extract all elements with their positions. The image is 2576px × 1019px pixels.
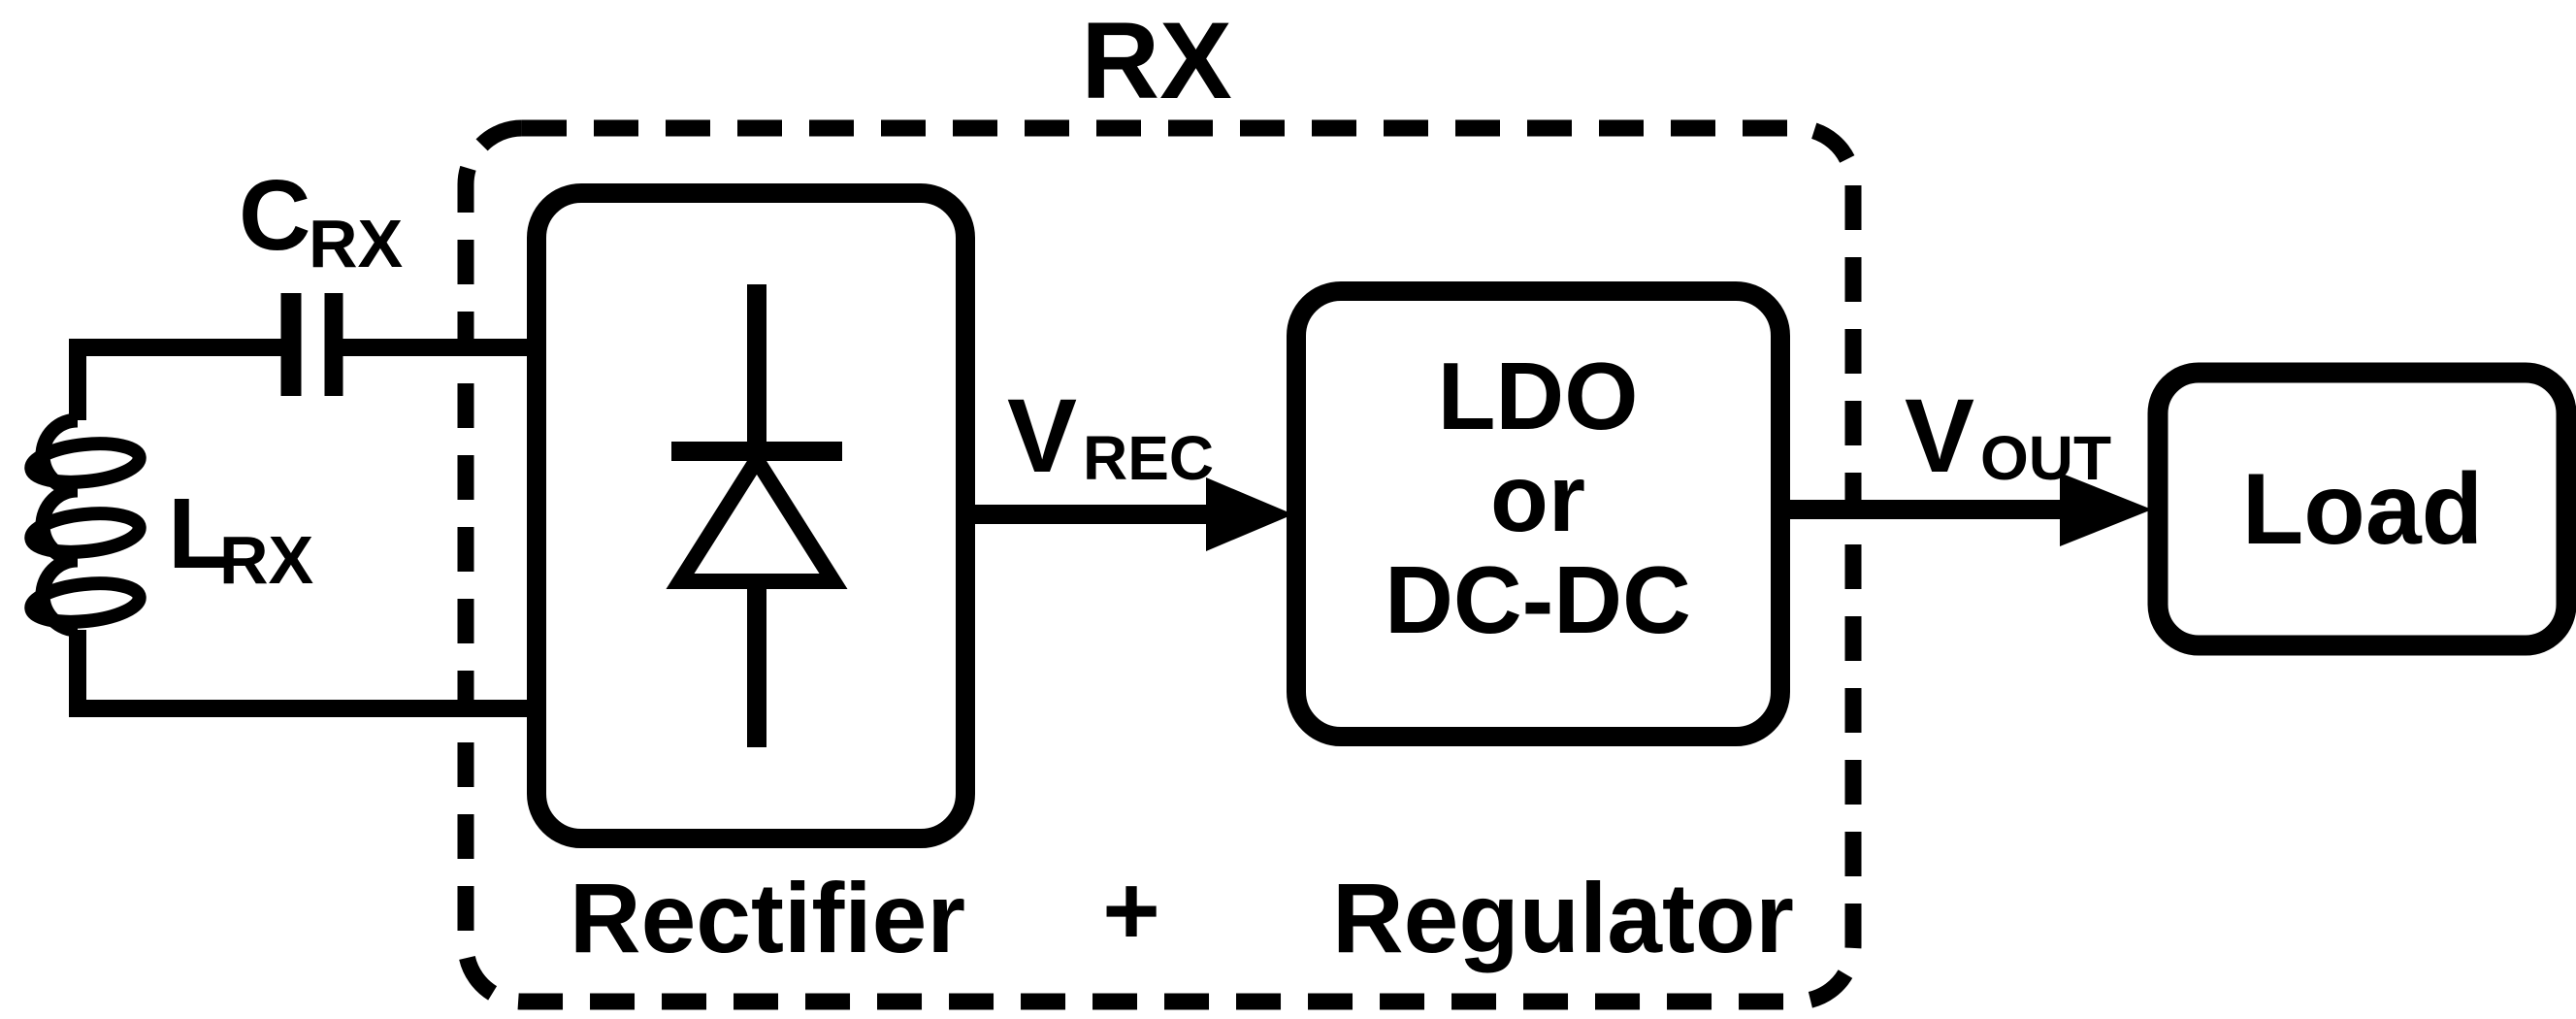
inductor-label-sub: RX	[219, 522, 314, 598]
vrec-label-base: V	[1007, 377, 1077, 494]
inductor-coil-loop	[24, 437, 147, 489]
rx-boundary-dashed-box	[457, 119, 1862, 1010]
regulator-line-dcdc: DC-DC	[1385, 546, 1691, 653]
vrec-label-sub: REC	[1083, 423, 1214, 493]
capacitor-label-base: C	[239, 159, 310, 271]
regulator-line-ldo: LDO	[1438, 343, 1639, 449]
inductor-coil-loop	[24, 507, 147, 559]
rx-title: RX	[1081, 0, 1232, 121]
inductor-label-base: L	[168, 477, 229, 589]
wire-top-left	[69, 339, 287, 420]
vout-label-sub: OUT	[1980, 423, 2111, 493]
vout-label-base: V	[1905, 377, 1974, 494]
wire-bottom	[69, 630, 546, 717]
regulator-caption: Regulator	[1332, 863, 1794, 973]
vout-arrowhead	[2060, 473, 2152, 546]
arrowheads-group	[1206, 473, 2152, 551]
vrec-arrowhead	[1206, 477, 1293, 551]
capacitor-label-sub: RX	[309, 206, 404, 281]
regulator-line-or: or	[1490, 444, 1585, 551]
load-label: Load	[2242, 453, 2483, 566]
plus-sign: +	[1102, 855, 1160, 966]
inductor-coil-loop	[24, 576, 147, 629]
load-block	[2147, 362, 2576, 656]
rectifier-caption: Rectifier	[570, 863, 965, 973]
linework-group	[24, 119, 2576, 1010]
labels-group: RX C RX L RX V REC V OUT LDO or DC-DC Lo…	[168, 0, 2483, 973]
